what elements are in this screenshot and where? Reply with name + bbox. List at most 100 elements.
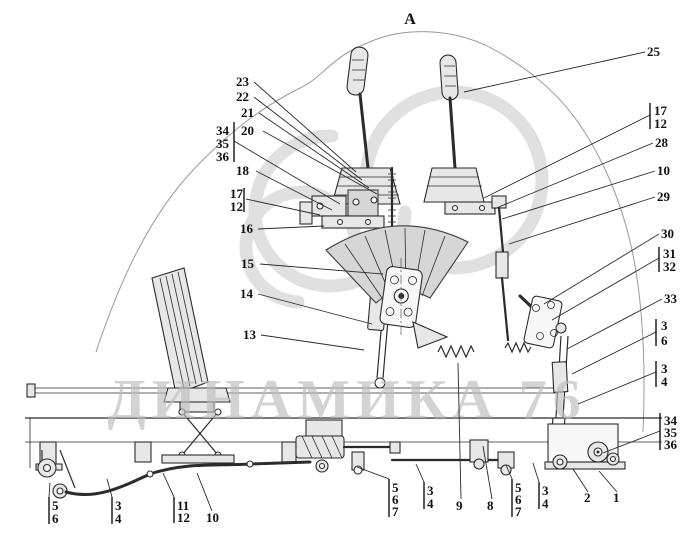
callout-2: 2	[584, 490, 591, 505]
leader-line	[551, 257, 660, 321]
callout-15: 15	[241, 256, 255, 271]
leader-line	[259, 263, 384, 275]
callout-6: 6	[661, 333, 668, 348]
callout-3: 3	[427, 483, 434, 498]
leader-line	[566, 298, 663, 350]
callout-17: 17	[230, 186, 244, 201]
callout-5: 5	[515, 480, 522, 495]
leader-line	[508, 196, 656, 245]
spring-center	[437, 344, 475, 359]
bell-crank-right	[518, 294, 567, 349]
leader-line	[245, 198, 321, 216]
leader-line	[571, 331, 657, 375]
callout-6: 6	[52, 511, 59, 526]
leader-line	[457, 362, 462, 500]
callout-14: 14	[240, 286, 254, 301]
callout-12: 12	[654, 116, 667, 131]
leader-line	[598, 470, 618, 493]
callout-3: 3	[661, 318, 668, 333]
gear-lever-right	[423, 54, 496, 215]
leader-line	[505, 464, 513, 480]
callout-31: 31	[663, 246, 676, 261]
control-bracket	[299, 189, 385, 229]
callout-8: 8	[487, 498, 494, 513]
callout-34: 34	[216, 123, 230, 138]
callout-13: 13	[243, 327, 257, 342]
callout-7: 7	[392, 504, 399, 519]
cab-contour	[95, 31, 645, 433]
callout-17: 17	[654, 103, 668, 118]
leader-line	[255, 170, 333, 211]
callout-3: 3	[661, 361, 668, 376]
callout-34: 34	[664, 413, 678, 428]
leader-line	[48, 482, 51, 498]
callout-21: 21	[241, 105, 254, 120]
leader-line	[532, 462, 540, 483]
leader-line	[253, 81, 357, 173]
leader-line	[602, 430, 661, 454]
callout-1: 1	[613, 490, 620, 505]
annotation-layer: 2322213435362018171216151413251712281029…	[48, 44, 678, 526]
leader-line	[483, 114, 651, 199]
callout-4: 4	[661, 374, 668, 389]
view-label: А	[404, 11, 416, 28]
callout-10: 10	[657, 163, 670, 178]
leader-line	[106, 478, 113, 498]
roller-bracket-right	[547, 423, 620, 470]
leader-line	[463, 51, 646, 93]
leader-line	[162, 472, 175, 498]
seat	[151, 267, 231, 413]
spring-right	[504, 341, 532, 354]
callout-30: 30	[661, 226, 674, 241]
callout-9: 9	[456, 498, 463, 513]
callout-22: 22	[236, 89, 249, 104]
callout-32: 32	[663, 259, 676, 274]
callout-35: 35	[216, 136, 230, 151]
leader-line	[233, 140, 341, 205]
callout-10: 10	[206, 510, 219, 525]
sector-plate	[325, 225, 469, 304]
callout-23: 23	[236, 74, 250, 89]
leader-line	[262, 130, 378, 195]
leader-line	[501, 170, 656, 220]
callout-4: 4	[115, 511, 122, 526]
callout-6: 6	[515, 492, 522, 507]
callout-3: 3	[542, 483, 549, 498]
callout-36: 36	[664, 437, 678, 452]
callout-7: 7	[515, 504, 522, 519]
callout-5: 5	[52, 498, 59, 513]
callout-20: 20	[241, 123, 254, 138]
pointer-flag	[412, 321, 449, 349]
callout-18: 18	[236, 163, 250, 178]
callout-4: 4	[542, 496, 549, 511]
callout-12: 12	[230, 199, 243, 214]
callout-25: 25	[647, 44, 661, 59]
pedal-assembly-left	[37, 449, 312, 499]
leader-line	[493, 142, 654, 210]
callout-29: 29	[657, 189, 671, 204]
callout-28: 28	[655, 135, 669, 150]
callout-3: 3	[115, 498, 122, 513]
leader-line	[196, 472, 213, 512]
leader-line	[258, 112, 370, 189]
leader-line	[482, 445, 493, 500]
tie-rod-long	[26, 383, 558, 398]
leader-line	[257, 293, 373, 325]
leader-line	[257, 225, 325, 230]
leader-line	[415, 463, 425, 483]
callout-16: 16	[240, 221, 254, 236]
callout-4: 4	[427, 496, 434, 511]
leader-line	[260, 334, 365, 351]
callout-33: 33	[664, 291, 678, 306]
leader-line	[543, 233, 660, 305]
leader-line	[356, 466, 390, 480]
callout-35: 35	[664, 425, 678, 440]
center-cylinder	[295, 419, 401, 473]
seat-suspension	[161, 408, 235, 464]
bottom-linkage	[351, 439, 515, 476]
leader-line	[253, 96, 363, 181]
callout-6: 6	[392, 492, 399, 507]
leader-line	[572, 468, 589, 493]
